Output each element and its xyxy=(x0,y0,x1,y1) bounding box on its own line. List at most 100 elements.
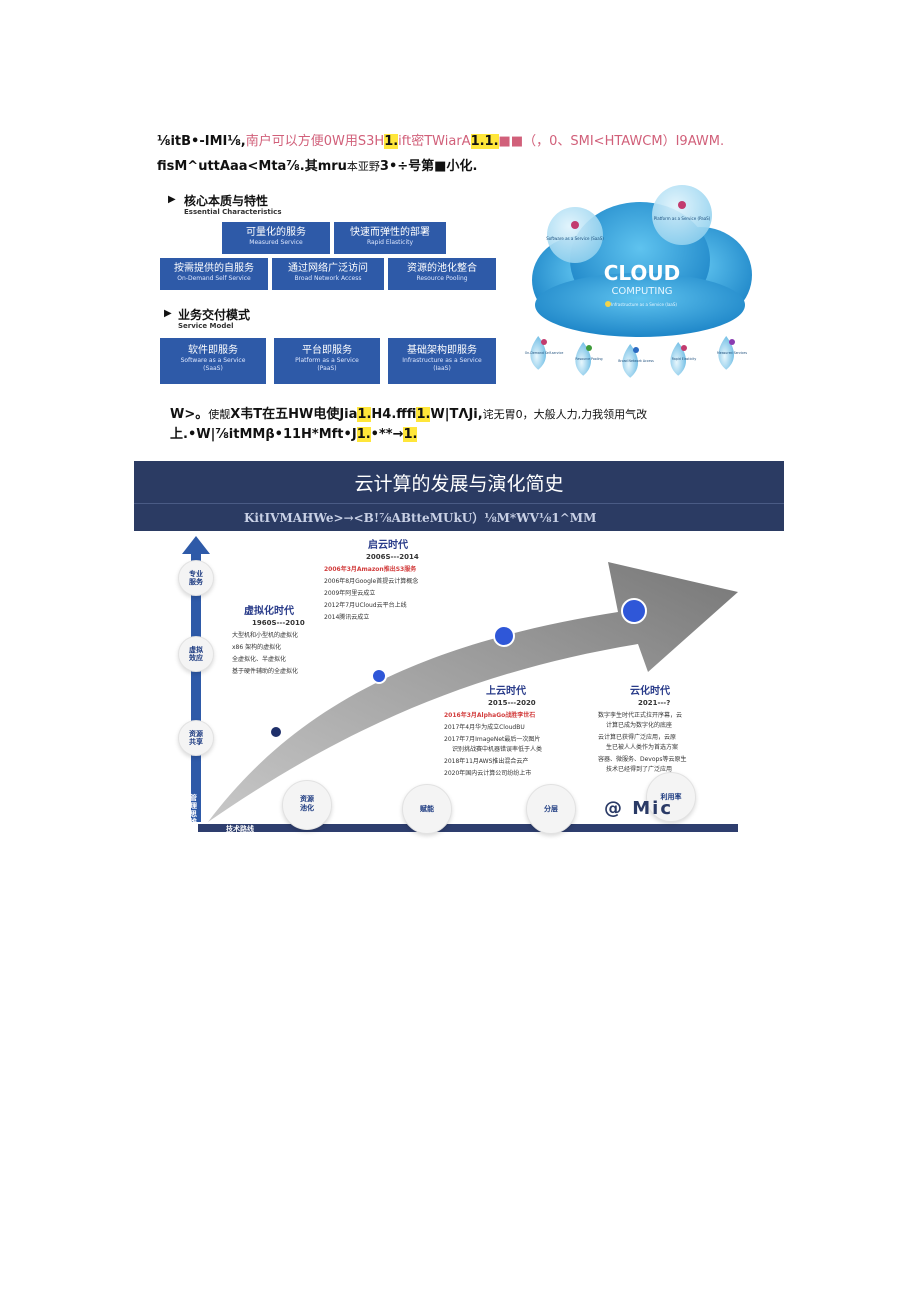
cloud-computing-illustration: Software as a Service (SaaS) Platform as… xyxy=(525,185,752,378)
text-span: 3•÷号第■小化. xyxy=(379,159,478,174)
era-years: 2021---? xyxy=(638,699,671,707)
text-span: H4.fffi xyxy=(371,407,417,422)
era-title: 上云时代 xyxy=(486,686,526,697)
banner-divider xyxy=(134,503,784,504)
section-title: 业务交付模式 xyxy=(178,308,251,322)
era-item: 2006年3月Amazon推出S3服务 xyxy=(324,566,417,573)
bottom-circle-label: 资源池化 xyxy=(282,780,332,830)
saas-label: Software as a Service (SaaS) xyxy=(546,236,604,241)
era-item: 大型机和小型机的虚拟化 xyxy=(232,632,299,639)
section-subtitle: Service Model xyxy=(178,322,234,330)
drop-label: On-Demand Self-service xyxy=(525,351,564,355)
highlight-span: 1. xyxy=(357,407,372,422)
text-span: 诧无胃0，大般人力,力我领用气改 xyxy=(482,408,648,421)
paragraph-line-1: ⅛itB•-IMI⅛,南户可以方便0W用S3H1.ift密TWiarA1.1.■… xyxy=(157,130,724,149)
cloud-title: CLOUD xyxy=(604,261,681,285)
axis-circle-label: 虚拟效应 xyxy=(178,636,214,672)
bottom-circle-label: 分层 xyxy=(526,784,576,834)
triangle-bullet-icon: ▶ xyxy=(168,194,176,205)
bottom-axis-label: 技术路线 xyxy=(226,825,254,833)
cloud-subtitle: COMPUTING xyxy=(611,286,672,297)
paragraph-line-2: fisM^uttAaa<Mta⅞.其mru本亚野3•÷号第■小化. xyxy=(157,155,477,174)
highlight-span: 1. xyxy=(356,427,371,442)
era-years: 1960S---2010 xyxy=(252,619,305,627)
drop-label: Broad Network Access xyxy=(618,359,654,363)
era-item: 2017年7月ImageNet最后一次图片 xyxy=(444,736,541,743)
text-span: 南户可以方便0W用S3H xyxy=(245,134,385,149)
bottom-circle-label: 赋能 xyxy=(402,784,452,834)
era-title: 云化时代 xyxy=(630,686,670,697)
era-years: 2006S---2014 xyxy=(366,553,419,561)
paas-bubble xyxy=(652,185,712,245)
era-item: 2006年8月Google首提云计算概念 xyxy=(324,578,419,585)
horizontal-axis xyxy=(198,824,738,832)
era-item: 技术已经得到了广泛应用 xyxy=(606,766,673,773)
triangle-bullet-icon: ▶ xyxy=(164,308,172,319)
highlight-span: 1. xyxy=(403,427,418,442)
text-span: •**→ xyxy=(370,427,404,442)
era-item: 2018年11月AWS推出混合云产 xyxy=(444,758,529,765)
timeline-node xyxy=(269,725,283,739)
era-item: 数字孪生时代正式拉开序幕，云 xyxy=(598,712,683,719)
iaas-label: Infrastructure as a Service (IaaS) xyxy=(611,302,677,307)
banner-title: 云计算的发展与演化简史 xyxy=(354,473,564,495)
drop-label: Measured Services xyxy=(717,351,747,355)
era-item: 识别挑战赛中机器错误率低于人类 xyxy=(452,746,543,753)
vertical-axis-arrow-icon xyxy=(182,536,210,554)
era-item: 基于硬件辅助的全虚拟化 xyxy=(232,668,299,675)
era-item: 云计算已获得广泛应用，云原 xyxy=(598,734,677,741)
text-span: 上.•W|⅞itMMβ•11H*Mft•J xyxy=(170,427,357,442)
era-item: 2016年3月AlphaGo战胜李世石 xyxy=(444,712,536,719)
highlight-span: 1. xyxy=(384,134,399,149)
text-span: X韦T在五HW电使Jia xyxy=(230,407,358,422)
highlight-span: 1. xyxy=(416,407,431,422)
timeline-arrow-graphic xyxy=(182,536,738,832)
highlight-span: 1.1. xyxy=(470,134,499,149)
era-title: 启云时代 xyxy=(368,540,408,551)
drop-label: Resource Pooling xyxy=(575,357,602,361)
axis-circle-label: 专业服务 xyxy=(178,560,214,596)
era-title: 虚拟化时代 xyxy=(244,606,294,617)
growth-arrow xyxy=(208,562,738,822)
text-span: ⅛itB•-IMI⅛, xyxy=(157,134,246,149)
watermark: @ Mic xyxy=(604,798,674,819)
saas-bubble xyxy=(547,207,603,263)
axis-circle-label: 资源共享 xyxy=(178,720,214,756)
banner-subtitle: KitIVMAHWe>→<B!⅞ABtteMUkU）⅛M*WV⅛1^MM xyxy=(244,511,597,525)
text-span: W|TΛJi, xyxy=(430,407,483,422)
text-span: W>。 xyxy=(170,407,209,422)
era-item: 2009年阿里云成立 xyxy=(324,590,376,597)
cloud-history-figure: 专业服务 虚拟效应 资源共享 管理思维 虚拟化时代 1960S---2010 大… xyxy=(178,532,738,834)
drops xyxy=(530,336,734,378)
era-item: 2020年国内云计算公司纷纷上市 xyxy=(444,770,532,777)
cloud-characteristics-figure: ▶ 核心本质与特性 Essential Characteristics 可量化的… xyxy=(160,180,760,390)
section-subtitle: Essential Characteristics xyxy=(184,208,282,216)
paas-label: Platform as a Service (PaaS) xyxy=(654,216,711,221)
timeline-node xyxy=(621,598,647,624)
text-span: ■■（，0、SMI<HTAWCM）I9AWM. xyxy=(498,134,725,149)
section-title: 核心本质与特性 xyxy=(184,194,269,208)
text-span: ift密TWiarA xyxy=(398,134,471,149)
bottom-circle-label: 利用率 xyxy=(646,772,696,822)
era-item: 生已被人人类作为首选方案 xyxy=(606,744,679,751)
paragraph-line-3: W>。使靓X韦T在五HW电使Jia1.H4.fffi1.W|TΛJi,诧无胃0，… xyxy=(170,403,647,422)
text-span: fisM^uttAaa<Mta⅞.其mru xyxy=(157,159,347,174)
history-banner: 云计算的发展与演化简史 KitIVMAHWe>→<B!⅞ABtteMUkU）⅛M… xyxy=(134,461,784,531)
era-item: x86 架构的虚拟化 xyxy=(232,644,282,651)
paragraph-line-4: 上.•W|⅞itMMβ•11H*Mft•J1.•**→1. xyxy=(170,423,418,442)
era-item: 2017年4月华为成立CloudBU xyxy=(444,724,525,731)
text-span: 本亚野 xyxy=(346,160,380,173)
drop-label: Rapid Elasticity xyxy=(672,357,697,361)
era-item: 计算已成为数字化的底座 xyxy=(606,722,673,729)
era-item: 容器、微服务、Devops等云原生 xyxy=(598,756,687,763)
era-years: 2015---2020 xyxy=(488,699,536,707)
era-item: 2012年7月UCloud云平台上线 xyxy=(324,602,407,609)
